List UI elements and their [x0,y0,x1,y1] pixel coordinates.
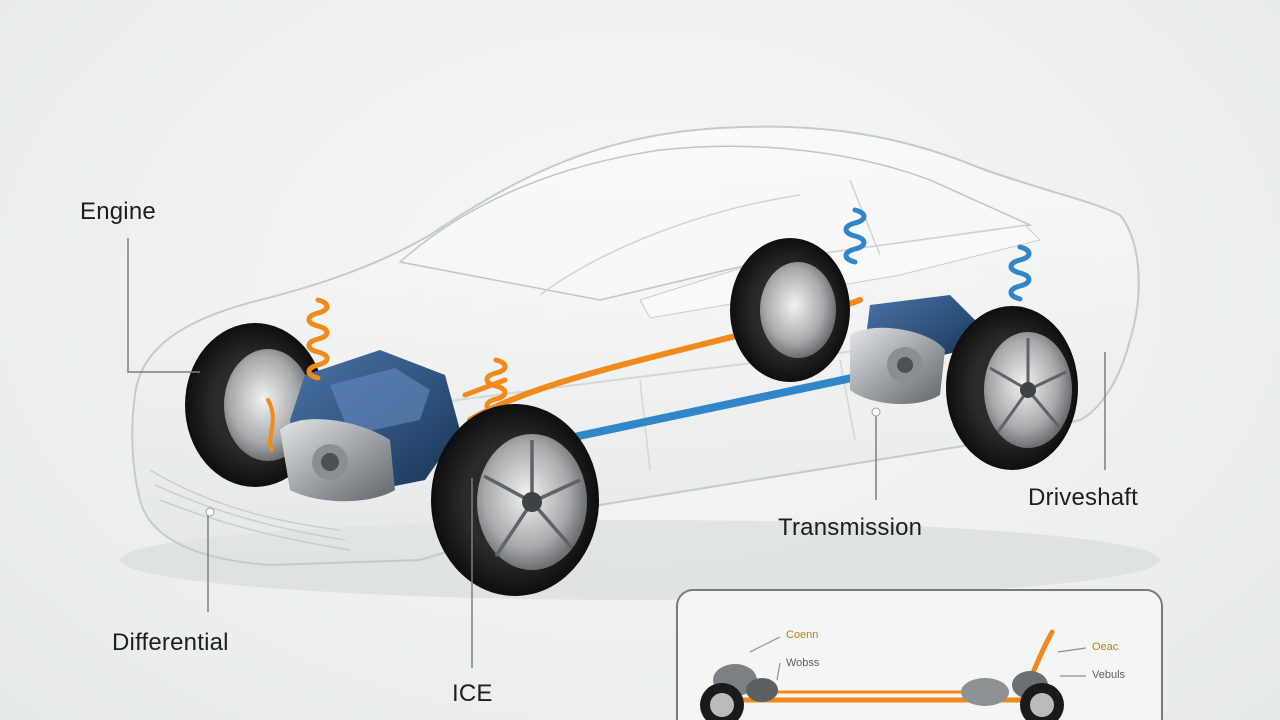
rear-right-wheel [946,306,1078,470]
inset-wheel-left [700,683,744,720]
inset-label-top-right: Oeac [1092,641,1119,653]
differential-marker [205,507,215,517]
label-engine: Engine [80,198,156,225]
front-spring [266,297,508,452]
transmission-unit [850,295,975,405]
rear-spring [843,207,1032,302]
rear-left-wheel [730,238,850,382]
inset-diagram [676,589,1163,720]
transmission-marker [871,407,881,417]
front-right-wheel [431,404,599,596]
inset-label-mid-right: Vebuls [1092,669,1126,681]
inset-wheel-right [1020,683,1064,720]
label-ice: ICE [452,680,493,707]
label-transmission: Transmission [778,514,923,541]
blue-driveshaft [556,368,884,444]
engine-block [280,350,460,502]
label-differential: Differential [112,629,229,656]
leader-lines [127,238,1106,668]
inset-label-top-left: Coenn [786,629,819,641]
inset-label-mid-left: Wobss [786,657,820,669]
label-driveshaft: Driveshaft [1028,484,1139,511]
